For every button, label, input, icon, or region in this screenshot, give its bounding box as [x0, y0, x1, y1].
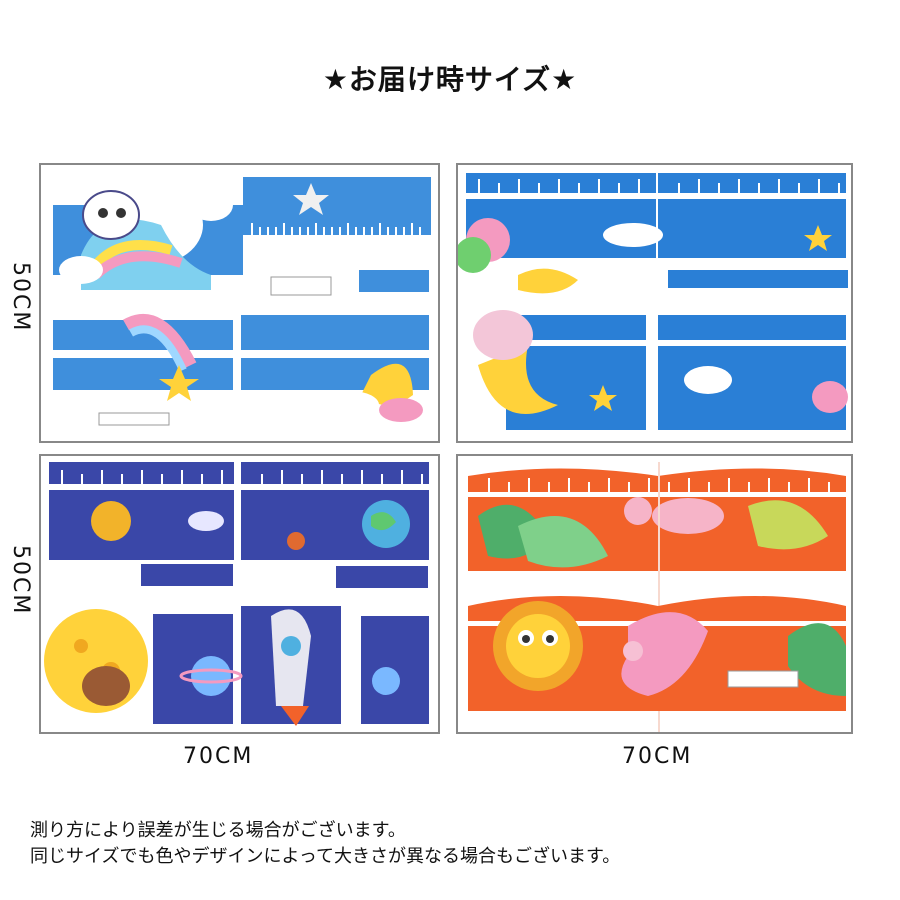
height-label-top: 50CM	[8, 262, 33, 333]
planets-sticker-illustration	[44, 462, 429, 726]
sticker-panel-jungle	[456, 454, 853, 734]
sticker-panel-unicorn	[39, 163, 440, 443]
width-label-right: 70CM	[622, 744, 693, 769]
unicorn-sticker-illustration	[53, 177, 431, 426]
note-line-2: 同じサイズでも色やデザインによって大きさが異なる場合もございます。	[30, 846, 621, 867]
note-line-1: 測り方により誤差が生じる場合がございます。	[30, 820, 406, 841]
sticker-panel-bunny	[456, 163, 853, 443]
height-label-bottom: 50CM	[8, 545, 33, 616]
bunny-sticker-illustration	[458, 173, 848, 430]
page-title: ★お届け時サイズ★	[322, 63, 578, 96]
width-label-left: 70CM	[183, 744, 254, 769]
sticker-panel-planets	[39, 454, 440, 734]
jungle-sticker-illustration	[468, 462, 846, 732]
